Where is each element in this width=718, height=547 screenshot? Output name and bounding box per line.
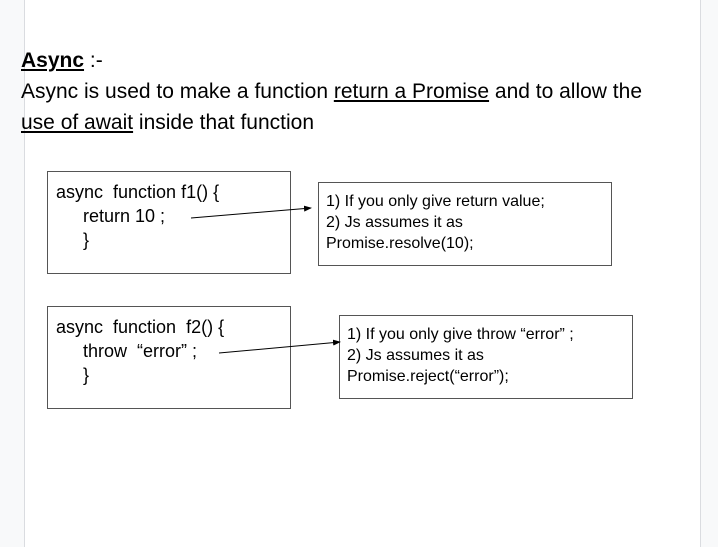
heading-title: Async [21,49,85,72]
intro-text-1: Async is used to make a function [21,80,334,103]
intro-paragraph: Async is used to make a function return … [21,76,661,138]
code-line: } [83,230,90,250]
note-line: 1) If you only give throw “error” ; [347,326,574,343]
code-line: return 10 ; [83,206,166,226]
code-line: async function f2() { [56,317,225,337]
note-line: 1) If you only give return value; [326,193,545,210]
code-box-f2: async function f2() { throw “error” ; } [47,306,291,409]
note-line: Promise.reject(“error”); [347,368,509,385]
note-box-f1: 1) If you only give return value; 2) Js … [318,182,612,266]
intro-underlined-await: use of await [21,111,134,134]
note-line: 2) Js assumes it as [326,214,463,231]
section-heading: Async :- [21,47,103,75]
code-line: throw “error” ; [83,341,198,361]
intro-underlined-promise: return a Promise [333,80,490,103]
note-box-f2: 1) If you only give throw “error” ; 2) J… [339,315,633,399]
note-line: 2) Js assumes it as [347,347,484,364]
heading-suffix: :- [84,49,103,72]
code-line: } [83,365,90,385]
intro-text-2: and to allow the [489,80,642,103]
code-line: async function f1() { [56,182,220,202]
intro-text-3: inside that function [133,111,315,134]
note-line: Promise.resolve(10); [326,235,474,252]
code-box-f1: async function f1() { return 10 ; } [47,171,291,274]
